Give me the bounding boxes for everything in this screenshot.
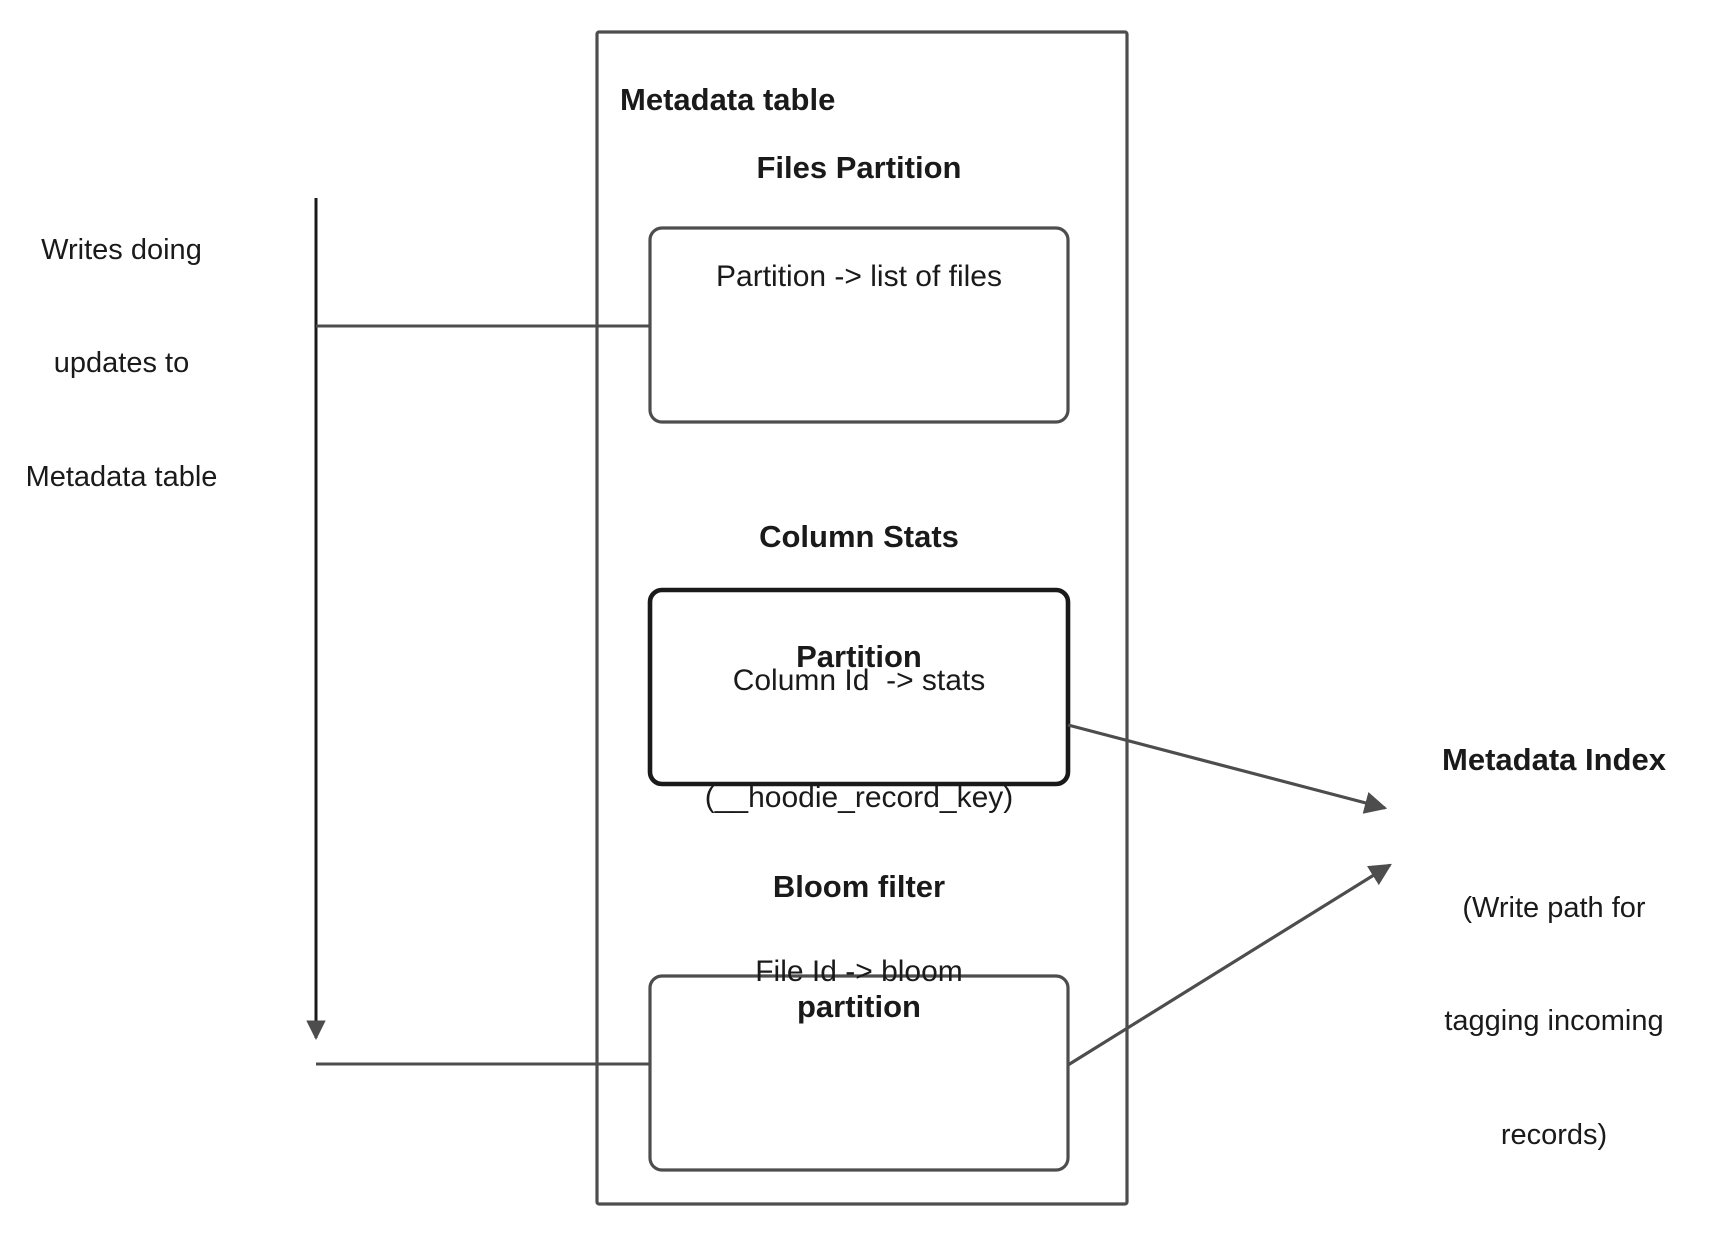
bloom-filter-partition-heading-line-2: partition [797,989,921,1025]
files-partition-heading: Files Partition [756,150,962,185]
metadata-index-caption-line-1: (Write path for [1462,892,1646,925]
column-stats-partition-box-label: Column Id -> stats (__hoodie_record_key) [650,583,1068,895]
column-stats-partition-heading-line-1: Column Stats [759,518,959,554]
metadata-index-title: Metadata Index [1442,742,1666,777]
column-stats-box-label-line-1: Column Id -> stats [732,664,986,697]
writes-annotation-line-1: Writes doing [41,234,202,267]
bloom-filter-partition-box-label: File Id -> bloom [755,955,963,988]
metadata-index-caption: (Write path for tagging incoming records… [1395,815,1713,1230]
writes-annotation: Writes doing updates to Metadata table [0,157,243,572]
bloom-filter-partition-box [648,974,1070,1172]
bloom-filter-partition-heading: Bloom filter partition [650,786,1068,1108]
metadata-index-caption-line-2: tagging incoming [1444,1005,1664,1038]
bloom-filter-partition-heading-line-1: Bloom filter [772,868,946,904]
files-partition-box-label: Partition -> list of files [716,260,1002,293]
column-stats-to-metadata-index-arrow [1067,723,1388,814]
column-stats-box-label-line-2: (__hoodie_record_key) [704,781,1014,814]
column-stats-partition-box [647,587,1071,787]
writes-annotation-line-3: Metadata table [25,460,218,493]
metadata-table-container [595,30,1129,1206]
metadata-table-label: Metadata table [620,82,836,117]
column-stats-partition-heading: Column Stats Partition [650,436,1068,758]
column-stats-partition-heading-line-2: Partition [796,639,922,675]
bloom-filter-to-metadata-index-arrow [1067,863,1392,1067]
writes-annotation-line-2: updates to [53,347,190,380]
metadata-index-caption-line-3: records) [1500,1118,1608,1151]
